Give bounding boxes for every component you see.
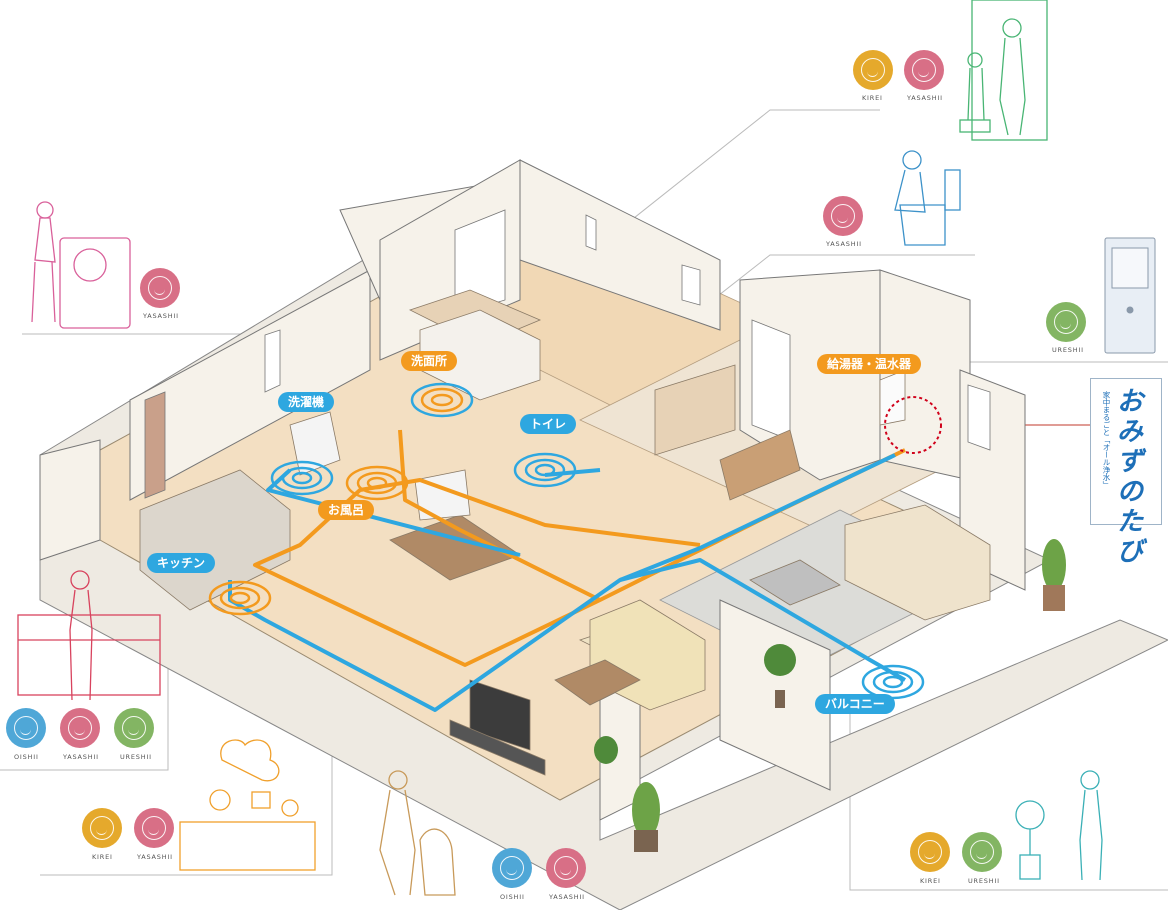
water-lines bbox=[228, 429, 906, 712]
badge-label-yasashii: YASASHII bbox=[63, 753, 99, 761]
badge-label-yasashii: YASASHII bbox=[143, 312, 179, 320]
badge-label-kirei: KIREI bbox=[920, 877, 941, 885]
kirei-face-icon bbox=[82, 808, 122, 848]
badge-label-yasashii: YASASHII bbox=[907, 94, 943, 102]
tag-sentakuki: 洗濯機 bbox=[278, 392, 335, 412]
badge-label-oishii: OISHII bbox=[500, 893, 525, 901]
tag-kyutoki: 給湯器・温水器 bbox=[817, 354, 922, 374]
logo-title: おみずのたび bbox=[1117, 387, 1144, 567]
tag-kitchen: キッチン bbox=[147, 553, 216, 573]
yasashii-face-icon bbox=[904, 50, 944, 90]
badge-label-yasashii: YASASHII bbox=[826, 240, 862, 248]
ureshii-face-icon bbox=[114, 708, 154, 748]
tag-senmenjo: 洗面所 bbox=[401, 351, 458, 371]
yasashii-face-icon bbox=[140, 268, 180, 308]
entrance-door bbox=[144, 391, 166, 499]
yasashii-face-icon bbox=[134, 808, 174, 848]
vignette-toilet bbox=[894, 150, 961, 246]
badge-label-yasashii: YASASHII bbox=[137, 853, 173, 861]
yasashii-face-icon bbox=[546, 848, 586, 888]
kirei-face-icon bbox=[853, 50, 893, 90]
yasashii-face-icon bbox=[823, 196, 863, 236]
highlight-circle bbox=[884, 396, 942, 454]
badge-label-ureshii: URESHII bbox=[968, 877, 1000, 885]
badge-label-ureshii: URESHII bbox=[1052, 346, 1084, 354]
windows bbox=[264, 209, 991, 451]
vignette-washroom bbox=[959, 0, 1048, 141]
badge-label-oishii: OISHII bbox=[14, 753, 39, 761]
tag-ofuro: お風呂 bbox=[318, 500, 375, 520]
ureshii-face-icon bbox=[962, 832, 1002, 872]
badge-label-kirei: KIREI bbox=[862, 94, 883, 102]
furniture bbox=[139, 289, 991, 776]
tag-toire: トイレ bbox=[520, 414, 577, 434]
vignette-laundry bbox=[31, 201, 131, 329]
vignette-bath bbox=[179, 739, 316, 871]
oishii-face-icon bbox=[6, 708, 46, 748]
tag-balcony: バルコニー bbox=[815, 694, 895, 714]
omizu-no-tabi-logo: 家中まるごと「オール浄水」 おみずのたび bbox=[1090, 378, 1162, 567]
kirei-face-icon bbox=[910, 832, 950, 872]
water-heater-icon bbox=[1104, 237, 1156, 354]
vignette-garden bbox=[1015, 770, 1103, 881]
tree-icon bbox=[594, 539, 1066, 852]
vignette-kitchen bbox=[17, 570, 161, 701]
walls bbox=[39, 159, 1026, 821]
yasashii-face-icon bbox=[60, 708, 100, 748]
logo-subtitle: 家中まるごと「オール浄水」 bbox=[1102, 391, 1111, 489]
vignette-drink bbox=[379, 770, 456, 896]
badge-label-kirei: KIREI bbox=[92, 853, 113, 861]
water-ripple-icon bbox=[208, 382, 925, 700]
badge-label-yasashii: YASASHII bbox=[549, 893, 585, 901]
badge-label-ureshii: URESHII bbox=[120, 753, 152, 761]
ureshii-face-icon bbox=[1046, 302, 1086, 342]
oishii-face-icon bbox=[492, 848, 532, 888]
